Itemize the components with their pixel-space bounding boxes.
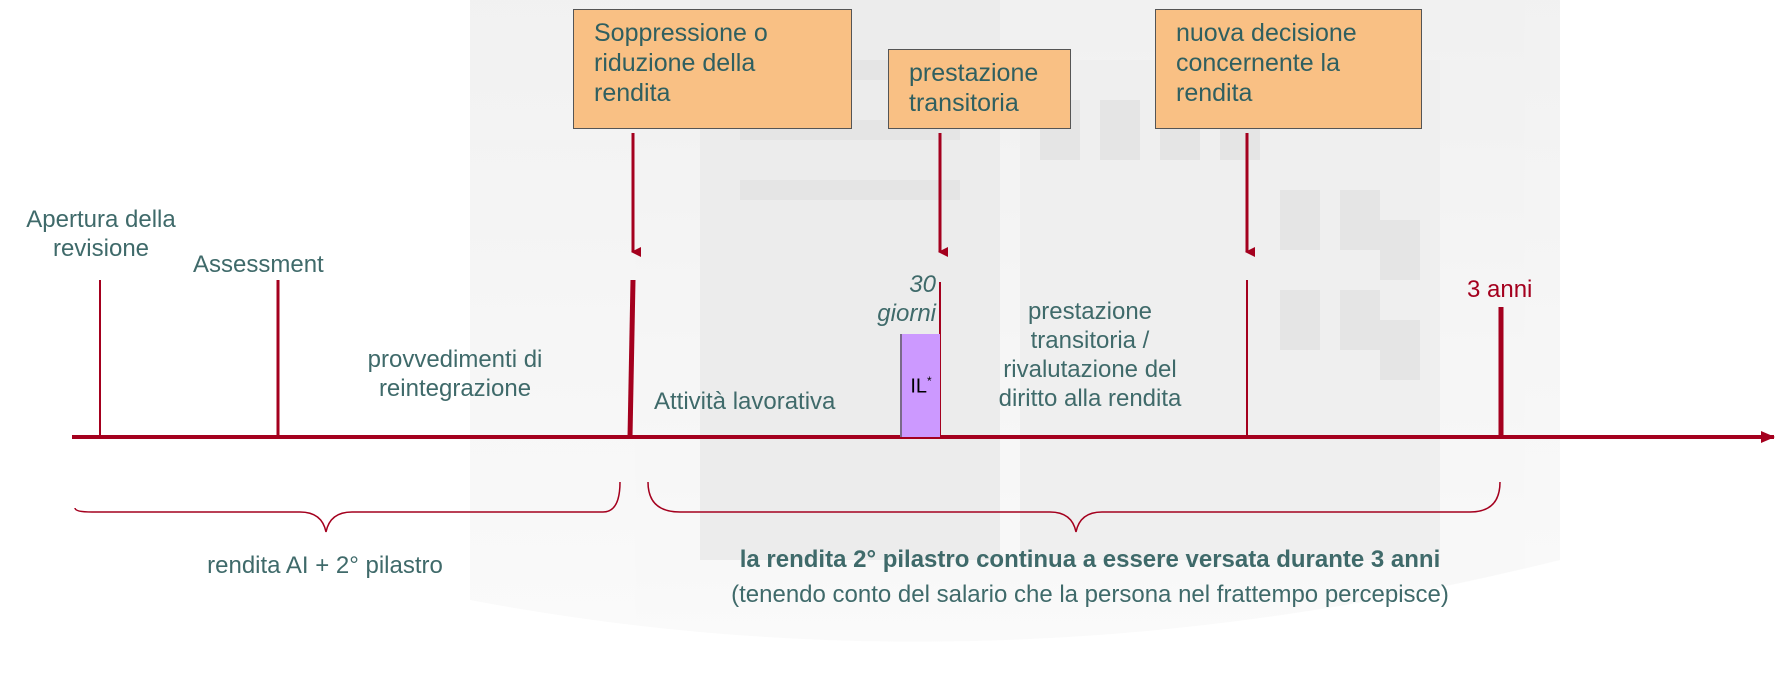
label-3-anni: 3 anni — [1467, 276, 1533, 303]
il-label: IL — [910, 375, 927, 398]
label-apertura-revisione: Apertura della revisione — [26, 206, 176, 262]
label-attivita-lavorativa: Attività lavorativa — [654, 388, 836, 415]
label-assessment: Assessment — [193, 251, 324, 278]
label-provvedimenti: provvedimenti di reintegrazione — [367, 346, 543, 402]
caption-tenendo-conto: (tenendo conto del salario che la person… — [731, 581, 1449, 608]
il-footnote-marker: * — [927, 374, 932, 388]
il-period-block: IL* — [900, 334, 940, 437]
tick-soppressione — [627, 279, 636, 438]
box-prestazione-transitoria: prestazione transitoria — [888, 49, 1071, 129]
box-nuova-decisione: nuova decisione concernente la rendita — [1155, 9, 1422, 129]
box-soppressione: Soppressione o riduzione della rendita — [573, 9, 852, 129]
brace-right — [647, 481, 1501, 533]
label-30-giorni: 30 giorni — [877, 271, 936, 327]
caption-rendita-2-pilastro: la rendita 2° pilastro continua a essere… — [739, 546, 1441, 573]
label-prestazione-rivalutazione: prestazione transitoria / rivalutazione … — [998, 298, 1182, 412]
brace-left — [74, 481, 621, 533]
caption-rendita-ai: rendita AI + 2° pilastro — [207, 552, 443, 579]
